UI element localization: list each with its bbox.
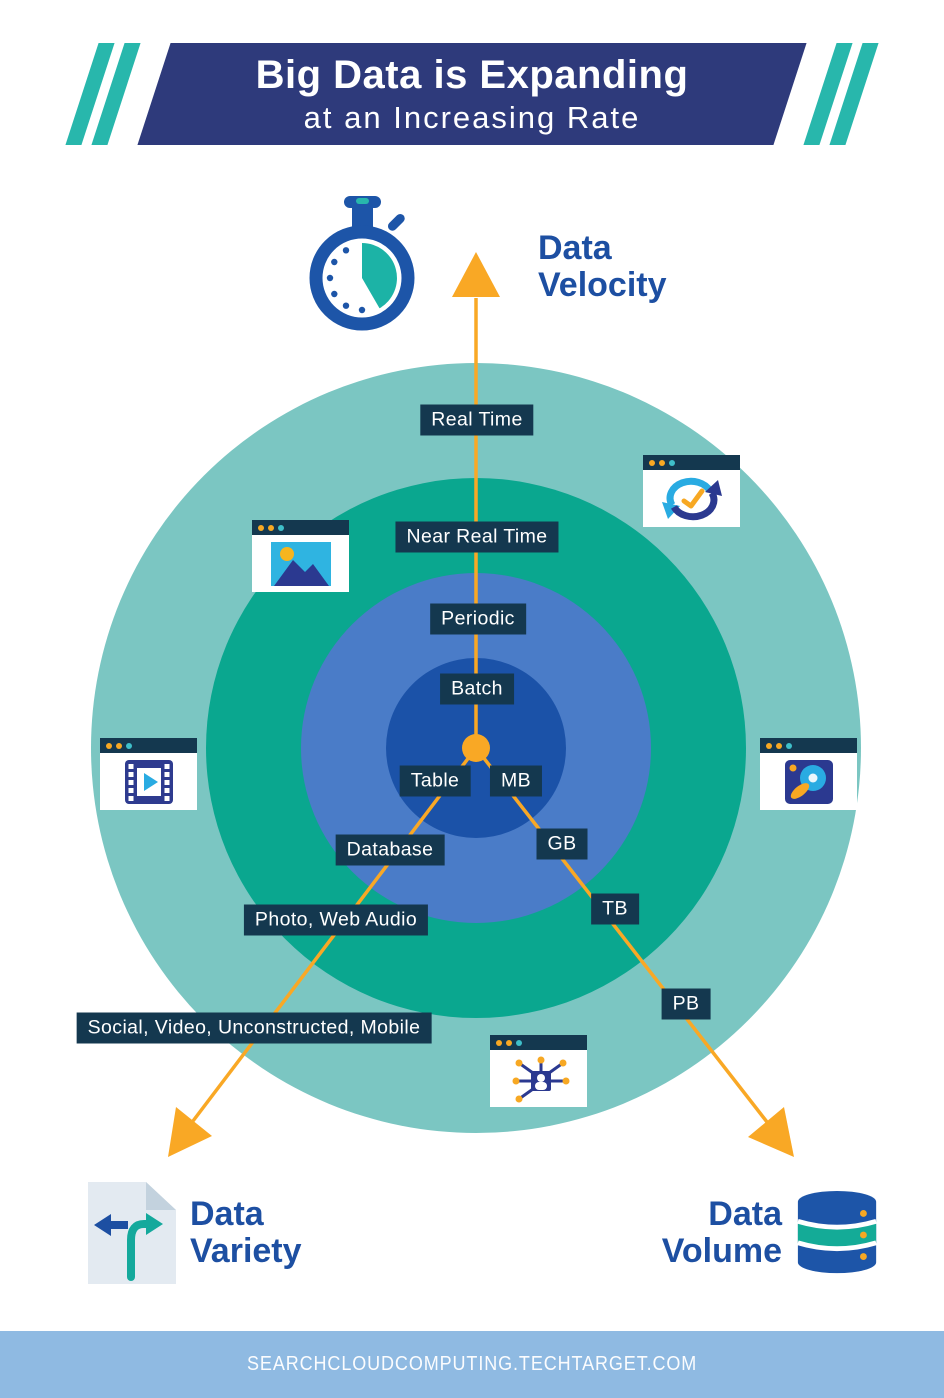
footer-url: SEARCHCLOUDCOMPUTING.TECHTARGET.COM <box>246 1353 698 1375</box>
label-real-time: Real Time <box>420 404 534 436</box>
network-browser-icon <box>490 1035 587 1107</box>
stopwatch-icon <box>309 196 415 331</box>
browser-titlebar <box>643 455 740 470</box>
label-pb: PB <box>661 988 711 1020</box>
browser-titlebar <box>490 1035 587 1050</box>
document-fork-icon <box>88 1182 176 1284</box>
network-pictogram <box>512 1056 569 1102</box>
volume-title-line1: Data <box>708 1195 782 1233</box>
disk-pictogram <box>784 759 833 804</box>
velocity-title-line1: Data <box>538 229 612 267</box>
footer-bar: SEARCHCLOUDCOMPUTING.TECHTARGET.COM <box>0 1331 944 1398</box>
variety-title-line1: Data <box>190 1195 264 1233</box>
label-social-video-unconstructed-mobile: Social, Video, Unconstructed, Mobile <box>76 1012 432 1044</box>
disk-browser-icon <box>760 738 857 810</box>
page-title: Big Data is Expanding at an Increasing R… <box>0 52 944 138</box>
label-near-real-time: Near Real Time <box>395 521 559 553</box>
page-title-line2: at an Increasing Rate <box>303 100 641 135</box>
browser-titlebar <box>100 738 197 753</box>
variety-arrow <box>168 1107 212 1157</box>
label-database: Database <box>335 834 445 866</box>
label-table: Table <box>399 765 471 797</box>
video-pictogram <box>124 759 173 804</box>
database-cylinder-icon <box>797 1190 877 1274</box>
label-mb: MB <box>489 765 543 797</box>
velocity-title-line2: Velocity <box>538 266 667 304</box>
variety-title-line2: Variety <box>190 1232 302 1270</box>
label-batch: Batch <box>440 673 514 705</box>
sync-pictogram <box>661 477 722 520</box>
sync-browser-icon <box>643 455 740 527</box>
velocity-arrow <box>452 252 500 297</box>
photo-pictogram <box>270 541 331 586</box>
volume-arrow <box>748 1107 794 1157</box>
volume-axis-title: Data Volume <box>0 1196 782 1270</box>
label-tb: TB <box>591 893 639 925</box>
image-browser-icon <box>252 520 349 592</box>
page-title-line1: Big Data is Expanding <box>255 53 689 97</box>
video-browser-icon <box>100 738 197 810</box>
label-periodic: Periodic <box>430 603 526 635</box>
label-photo-web-audio: Photo, Web Audio <box>243 904 429 936</box>
browser-titlebar <box>252 520 349 535</box>
velocity-axis-title: Data Velocity <box>538 230 667 304</box>
label-gb: GB <box>536 828 588 860</box>
browser-titlebar <box>760 738 857 753</box>
volume-title-line2: Volume <box>661 1232 782 1270</box>
variety-axis-title: Data Variety <box>190 1196 302 1270</box>
